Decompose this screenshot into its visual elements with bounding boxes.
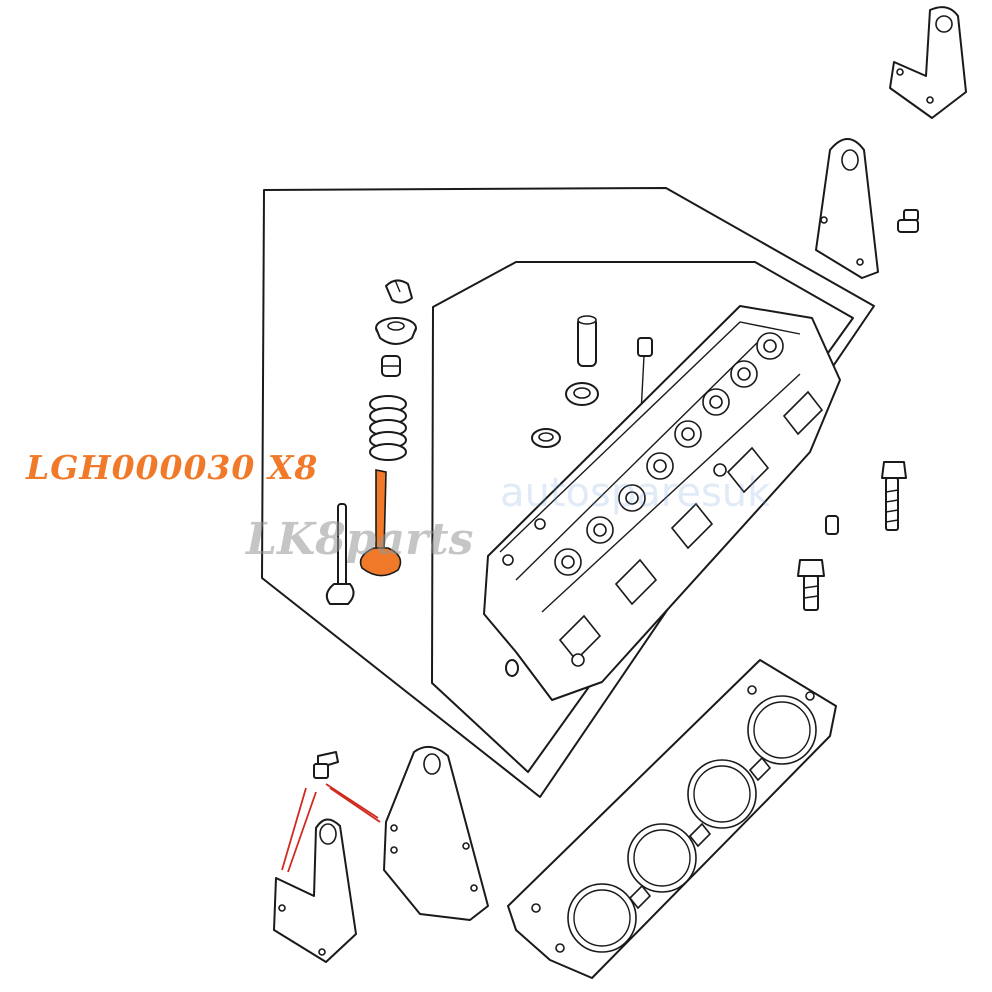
cam-bearing-bores bbox=[554, 332, 784, 576]
valve-collets bbox=[385, 279, 413, 304]
valve-spring bbox=[369, 395, 407, 461]
small-bolt-upper[interactable] bbox=[897, 209, 919, 233]
valve-stem-seal bbox=[381, 355, 401, 377]
lower-lifting-bracket[interactable] bbox=[273, 818, 357, 963]
small-seal bbox=[531, 428, 561, 448]
upper-rear-bracket[interactable] bbox=[815, 138, 879, 279]
small-plug bbox=[505, 659, 519, 677]
medium-bolt[interactable] bbox=[797, 559, 825, 611]
lower-front-bracket[interactable] bbox=[383, 745, 489, 921]
highlighted-valve[interactable] bbox=[359, 469, 402, 577]
dowel-sleeve bbox=[825, 515, 839, 535]
valve-spring-retainer bbox=[375, 317, 417, 345]
long-head-bolt[interactable] bbox=[881, 461, 907, 531]
valve-seat-insert bbox=[565, 382, 599, 406]
leader-lines bbox=[281, 783, 381, 873]
top-lifting-bracket[interactable] bbox=[889, 6, 967, 119]
port-faces bbox=[558, 390, 824, 662]
countersunk-screw[interactable] bbox=[313, 751, 339, 779]
brand-watermark: LK8parts bbox=[246, 514, 474, 565]
head-gasket[interactable] bbox=[507, 659, 837, 979]
valve-guide bbox=[577, 315, 597, 367]
cylinder-head bbox=[483, 305, 841, 701]
intake-valve bbox=[325, 503, 355, 605]
inner-frame bbox=[431, 261, 854, 773]
faint-watermark: autosparesuk bbox=[500, 470, 771, 516]
part-number-label[interactable]: LGH000030 X8 bbox=[26, 448, 319, 487]
